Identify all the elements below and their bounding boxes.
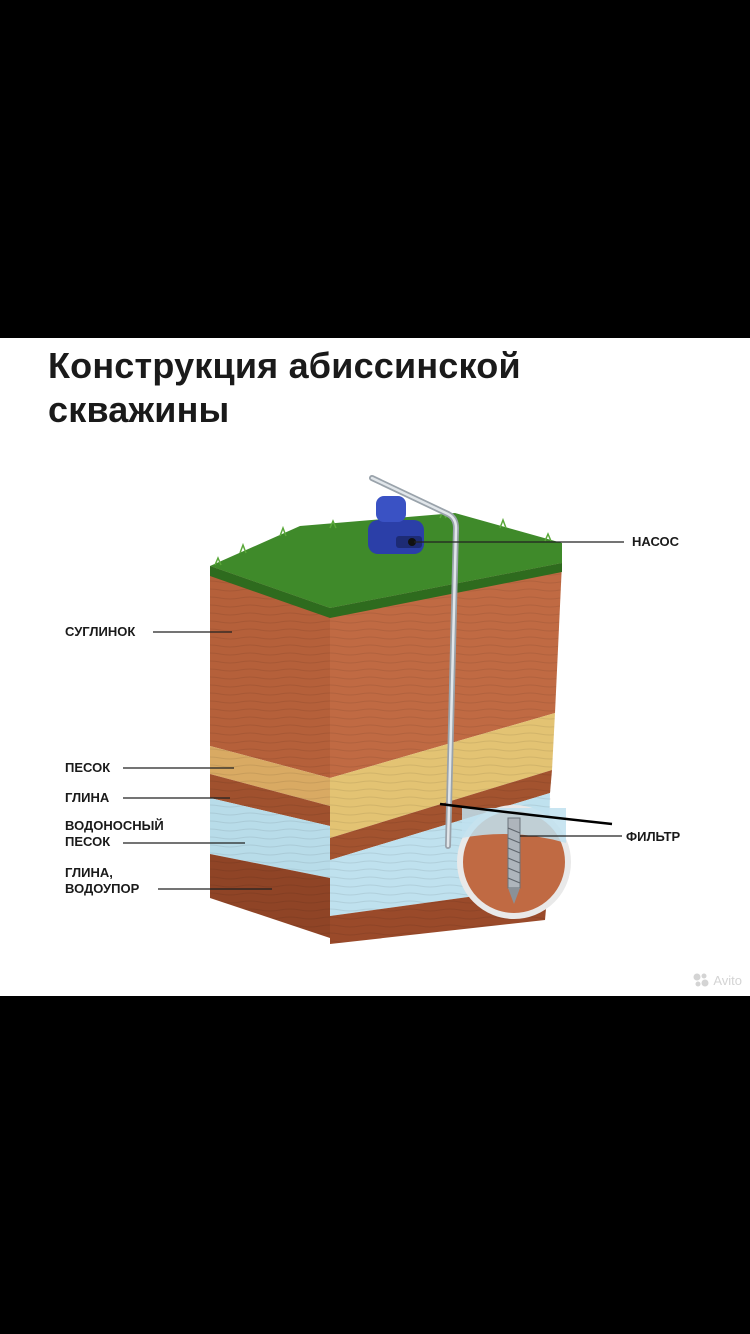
image-panel: Конструкция абиссинской скважины xyxy=(0,338,750,996)
label-loam: СУГЛИНОК xyxy=(65,624,136,639)
label-aquitard-line2: ВОДОУПОР xyxy=(65,881,140,896)
filter-inset xyxy=(457,805,571,919)
avito-logo-icon xyxy=(693,973,709,987)
well-diagram xyxy=(123,475,624,944)
leader-filter-curve xyxy=(439,802,613,826)
diagram-title: Конструкция абиссинской скважины xyxy=(48,345,521,430)
label-filter: ФИЛЬТР xyxy=(626,829,681,844)
label-aquitard: ГЛИНА, ВОДОУПОР xyxy=(65,865,139,897)
label-clay: ГЛИНА xyxy=(65,790,110,805)
label-aquitard-line1: ГЛИНА, xyxy=(65,865,113,880)
grass-top xyxy=(210,509,562,618)
label-aquifer-line1: ВОДОНОСНЫЙ xyxy=(65,818,164,833)
avito-watermark: Avito xyxy=(692,972,742,988)
avito-watermark-text: Avito xyxy=(713,972,742,988)
label-aquifer-line2: ПЕСОК xyxy=(65,834,111,849)
label-aquifer: ВОДОНОСНЫЙ ПЕСОК xyxy=(65,818,164,850)
label-sand: ПЕСОК xyxy=(65,760,111,775)
leader-lines xyxy=(123,541,624,890)
well-pipe xyxy=(369,475,460,849)
front-face xyxy=(210,566,330,938)
pump-icon xyxy=(368,496,424,554)
label-pump: НАСОС xyxy=(632,534,680,549)
